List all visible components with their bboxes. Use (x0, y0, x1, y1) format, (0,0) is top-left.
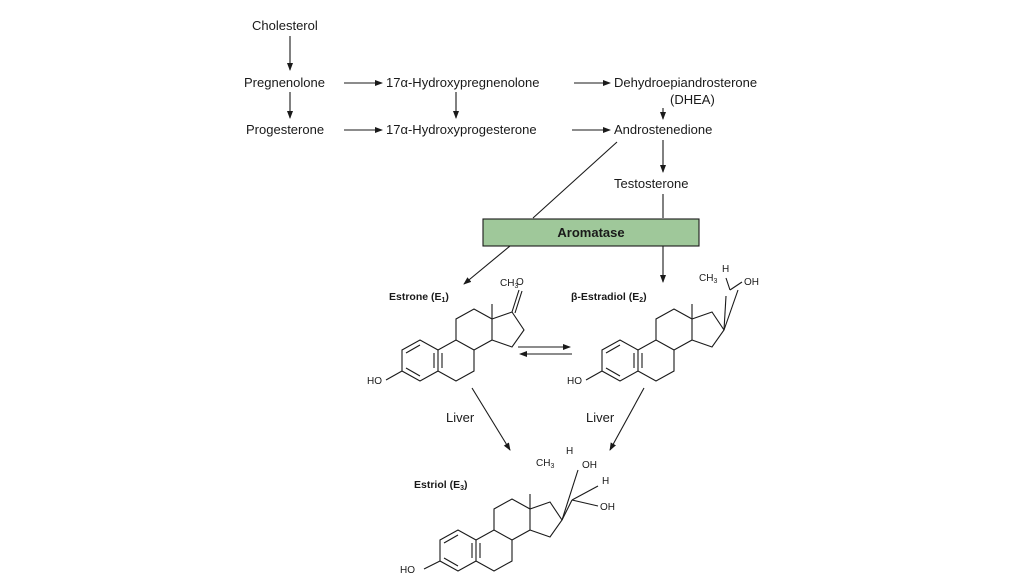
estradiol-ho-atom: HO (567, 376, 582, 387)
estriol-h-atom-right: H (602, 476, 609, 487)
estriol-label-close: ) (464, 479, 468, 491)
estradiol-label-sub: 2 (639, 297, 643, 304)
svg-text:CH3: CH3 (500, 278, 518, 290)
estradiol-ch3-atom: CH (699, 273, 713, 284)
estradiol-label-text: β-Estradiol (E (571, 291, 639, 303)
estriol-ch3-sub: 3 (550, 463, 554, 470)
aromatase-label: Aromatase (557, 225, 624, 240)
estriol-label-text: Estriol (E (414, 479, 460, 491)
arrow-estradiol-estriol (609, 387, 645, 451)
estrone-label-close: ) (445, 291, 449, 303)
estriol-label-sub: 3 (460, 485, 464, 492)
estriol-structure: H OH H OH HO CH3 (400, 446, 615, 576)
estrone-label-sub: 1 (442, 297, 446, 304)
estrone-ch3-atom: CH (500, 278, 514, 289)
hydroxyprogesterone-label: 17α-Hydroxyprogesterone (386, 122, 537, 137)
estriol-oh-atom-right: OH (600, 502, 615, 513)
estriol-label: Estriol (E3) (414, 479, 468, 492)
estriol-h-atom-top: H (566, 446, 573, 457)
estrone-o-atom: O (516, 277, 524, 288)
estrone-structure: O HO CH3 (367, 277, 525, 387)
cholesterol-label: Cholesterol (252, 18, 318, 33)
dhea-abbr-label: (DHEA) (670, 92, 715, 107)
line-androstenedione-aromatase (532, 141, 618, 219)
svg-text:CH3: CH3 (699, 273, 717, 285)
estriol-oh-atom-top: OH (582, 460, 597, 471)
dhea-label: Dehydroepiandrosterone (614, 75, 757, 90)
estrone-label: Estrone (E1) (389, 291, 449, 304)
estriol-ch3-atom: CH (536, 458, 550, 469)
estradiol-label-close: ) (643, 291, 647, 303)
estrone-ho-atom: HO (367, 376, 382, 387)
testosterone-label: Testosterone (614, 176, 688, 191)
estradiol-label: β-Estradiol (E2) (571, 291, 647, 304)
progesterone-label: Progesterone (246, 122, 324, 137)
estrone-ch3-sub: 3 (514, 283, 518, 290)
pregnenolone-label: Pregnenolone (244, 75, 325, 90)
androstenedione-label: Androstenedione (614, 122, 712, 137)
estradiol-structure: H OH HO CH3 (567, 264, 759, 387)
estradiol-ch3-sub: 3 (713, 278, 717, 285)
svg-text:CH3: CH3 (536, 458, 554, 470)
arrow-estrone-estriol (471, 387, 511, 451)
estriol-ho-atom: HO (400, 565, 415, 576)
arrow-aromatase-estrone (463, 245, 511, 285)
liver-right-label: Liver (586, 410, 615, 425)
estradiol-oh-atom: OH (744, 277, 759, 288)
aromatase-box (482, 218, 700, 247)
liver-left-label: Liver (446, 410, 475, 425)
estradiol-h-atom: H (722, 264, 729, 275)
hydroxypregnenolone-label: 17α-Hydroxypregnenolone (386, 75, 540, 90)
estrone-label-text: Estrone (E (389, 291, 442, 303)
